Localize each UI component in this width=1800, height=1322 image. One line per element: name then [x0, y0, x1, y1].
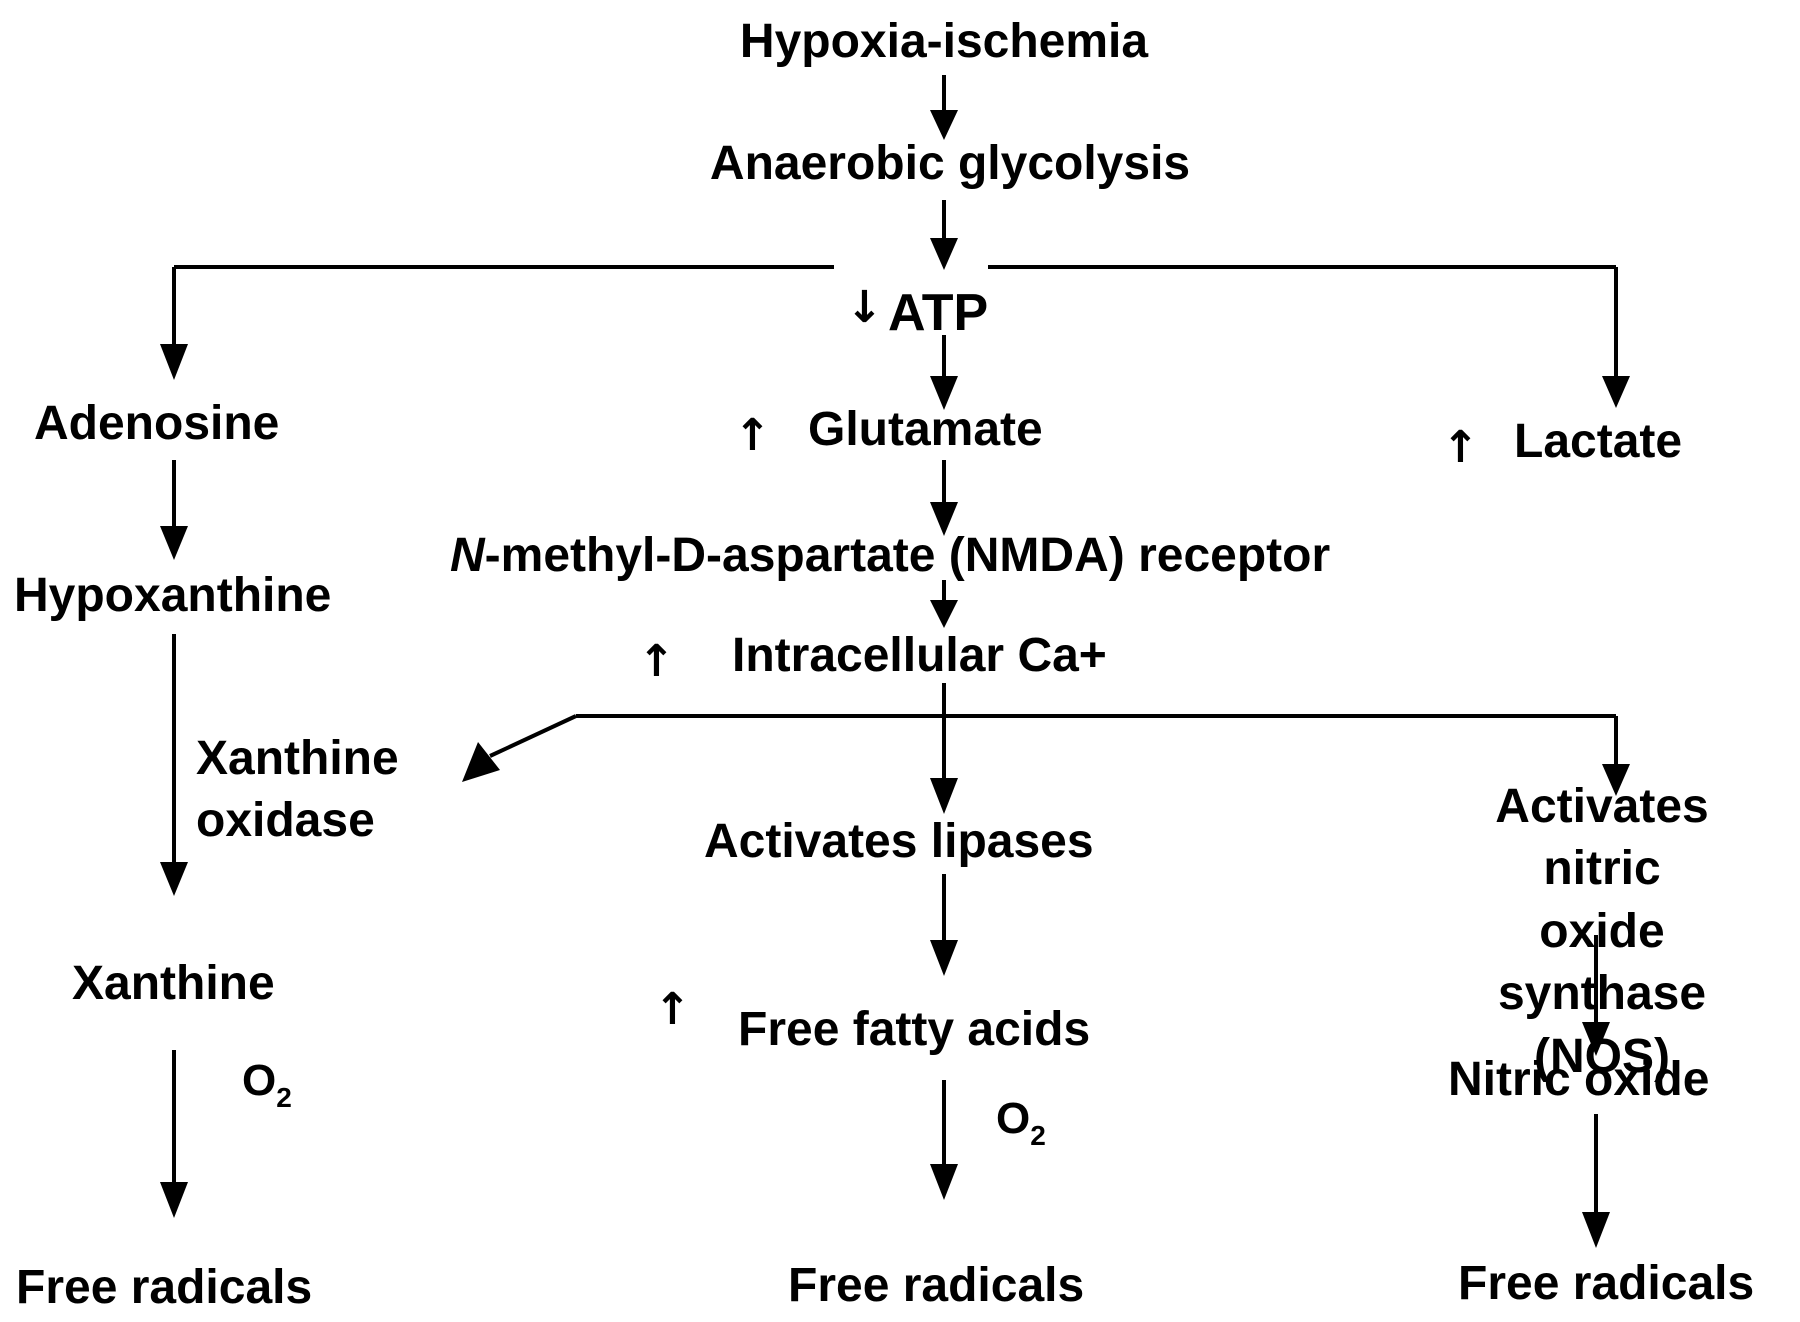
xanthine-oxidase-line1: Xanthine: [196, 732, 399, 785]
node-hypoxia-ischemia: Hypoxia-ischemia: [739, 15, 1149, 68]
arrowhead-icon: [160, 862, 188, 896]
arrowhead-icon: [930, 110, 958, 140]
arrow-to-xanthine-oxidase: [489, 714, 577, 758]
arrowhead-icon: [1602, 764, 1630, 796]
increase-arrow-icon: ↑: [638, 636, 675, 687]
arrowhead-icon: [1582, 1022, 1610, 1056]
arrowhead-icon: [930, 238, 958, 270]
arrowhead-icon: [160, 526, 188, 560]
o2-base: O: [996, 1094, 1031, 1143]
nmda-label: -methyl-D-aspartate (NMDA) receptor: [484, 529, 1331, 582]
node-free-fatty-acids: Free fatty acids: [738, 1003, 1091, 1056]
node-adenosine: Adenosine: [34, 397, 280, 450]
arrowhead-icon: [930, 502, 958, 536]
node-xanthine: Xanthine: [72, 957, 275, 1010]
node-intracellular-calcium: Intracellular Ca+: [732, 629, 1107, 682]
node-free-radicals-center: Free radicals: [788, 1259, 1085, 1312]
o2-sub: 2: [276, 1082, 292, 1113]
arrowhead-icon: [462, 742, 500, 782]
increase-arrow-icon: ↑: [734, 410, 771, 461]
arrowhead-icon: [1582, 1212, 1610, 1248]
node-xanthine-oxidase: Xanthine oxidase: [196, 728, 399, 853]
arrowhead-icon: [930, 778, 958, 814]
arrowhead-icon: [930, 600, 958, 628]
arrowhead-icon: [160, 344, 188, 380]
node-free-radicals-right: Free radicals: [1458, 1257, 1755, 1310]
nmda-prefix: N: [450, 529, 485, 582]
arrowhead-icon: [930, 376, 958, 410]
increase-arrow-icon: ↑: [1442, 422, 1479, 473]
decrease-arrow-icon: ↓: [846, 282, 883, 333]
node-atp: ATP: [888, 284, 989, 342]
increase-arrow-icon: ↑: [654, 984, 691, 1035]
node-activates-lipases: Activates lipases: [704, 815, 1094, 868]
nos-line2: nitric oxide: [1539, 842, 1665, 958]
o2-base: O: [242, 1056, 277, 1105]
node-lactate: Lactate: [1514, 415, 1683, 468]
node-nitric-oxide: Nitric oxide: [1448, 1053, 1710, 1106]
node-activates-nos: Activates nitric oxide synthase (NOS): [1495, 776, 1708, 1088]
o2-label-left: O2: [242, 1056, 292, 1114]
node-hypoxanthine: Hypoxanthine: [14, 569, 332, 622]
arrowhead-icon: [930, 1164, 958, 1200]
xanthine-oxidase-line2: oxidase: [196, 794, 375, 848]
arrowhead-icon: [1602, 376, 1630, 408]
node-anaerobic-glycolysis: Anaerobic glycolysis: [709, 137, 1191, 190]
o2-label-center: O2: [996, 1094, 1046, 1152]
o2-sub: 2: [1030, 1120, 1046, 1151]
arrowhead-icon: [160, 1182, 188, 1218]
node-free-radicals-left: Free radicals: [16, 1261, 313, 1314]
nos-line3: synthase (NOS): [1497, 967, 1707, 1083]
node-glutamate: Glutamate: [808, 403, 1043, 456]
arrowhead-icon: [930, 940, 958, 976]
nos-line1: Activates: [1495, 780, 1709, 833]
node-nmda-receptor: N-methyl-D-aspartate (NMDA) receptor: [450, 528, 1330, 583]
